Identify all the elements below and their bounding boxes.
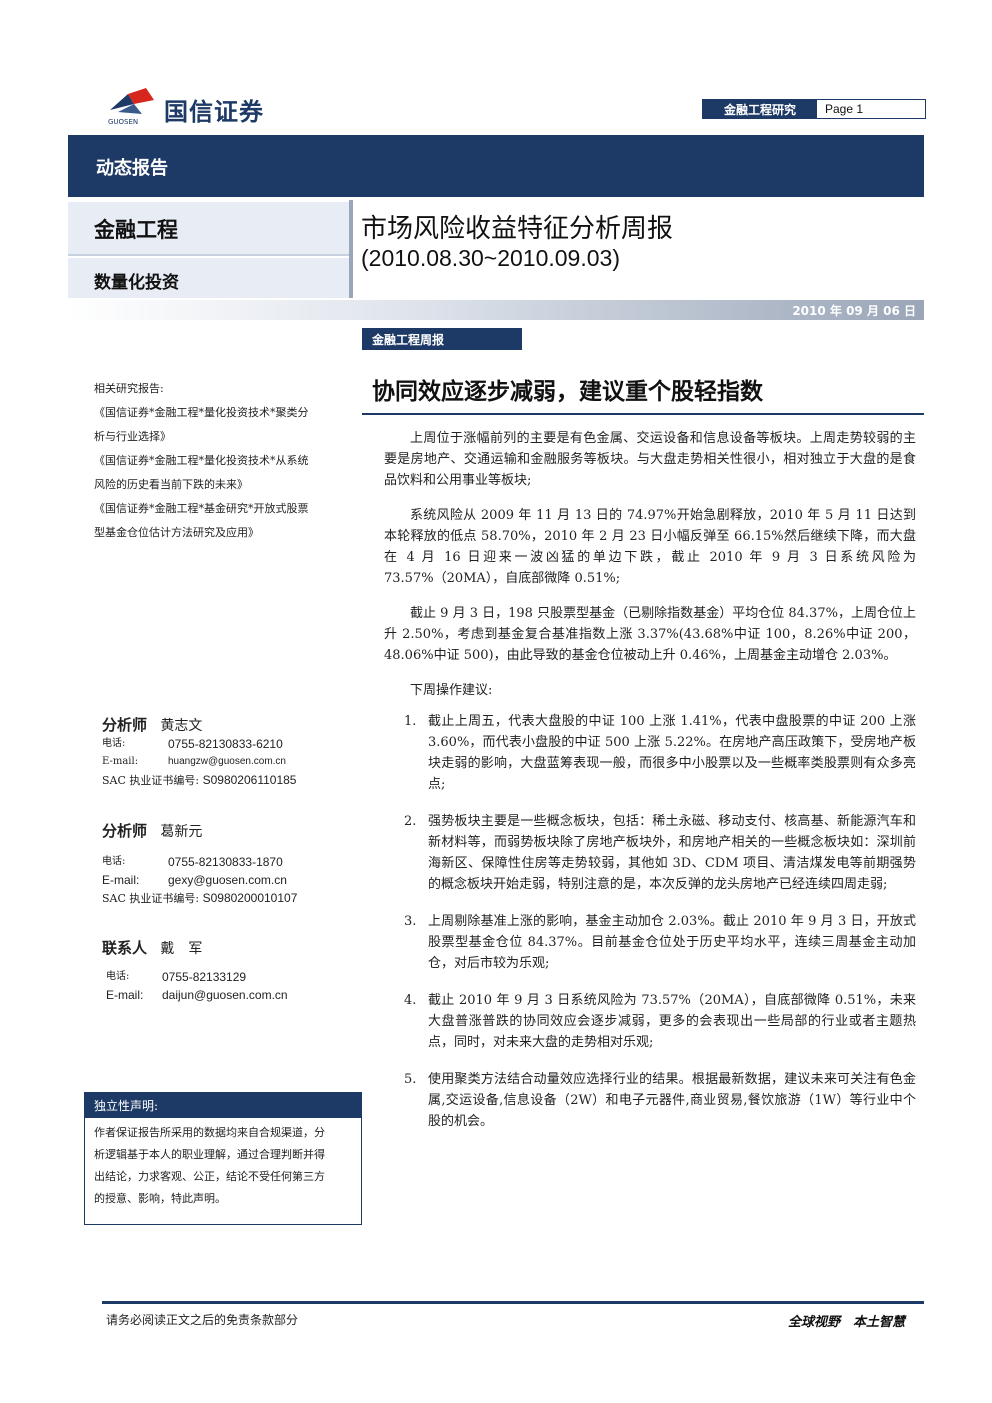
dept-page-box: 金融工程研究 Page 1	[702, 99, 926, 119]
report-title-range: (2010.08.30~2010.09.03)	[361, 245, 620, 271]
contact-email: daijun@guosen.com.cn	[162, 988, 288, 1002]
analyst-name-row: 分析师 黄志文	[102, 714, 362, 735]
related-item: 《国信证券*金融工程*基金研究*开放式股票	[94, 502, 309, 515]
category-sub: 数量化投资	[94, 273, 179, 293]
phone-label: 电话:	[102, 856, 126, 867]
company-name: 国信证券	[164, 98, 264, 126]
category-main: 金融工程	[94, 218, 178, 242]
related-item: 《国信证券*金融工程*量化投资技术*从系统	[94, 454, 309, 467]
suggest-text: 使用聚类方法结合动量效应选择行业的结果。根据最新数据，建议未来可关注有色金属,交…	[428, 1072, 916, 1129]
analyst-email: gexy@guosen.com.cn	[168, 873, 287, 887]
suggest-item: 5. 使用聚类方法结合动量效应选择行业的结果。根据最新数据，建议未来可关注有色金…	[384, 1069, 916, 1132]
related-item: 风险的历史看当前下跌的未来》	[94, 478, 248, 491]
phone-label: 电话:	[106, 971, 130, 982]
suggest-item: 1. 截止上周五，代表大盘股的中证 100 上涨 1.41%，代表中盘股票的中证…	[384, 711, 916, 795]
guosen-logo-icon	[110, 88, 154, 114]
analyst-email: huangzw@guosen.com.cn	[168, 756, 286, 767]
analyst-sac-row: SAC 执业证书编号: S0980206110185	[102, 771, 362, 790]
email-label: E-mail:	[102, 756, 139, 767]
dept-label: 金融工程研究	[703, 100, 817, 118]
body-paragraph: 截止 9 月 3 日，198 只股票型基金（已剔除指数基金）平均仓位 84.37…	[384, 606, 916, 663]
report-body: 上周位于涨幅前列的主要是有色金属、交运设备和信息设备等板块。上周走势较弱的主要是…	[384, 428, 916, 1148]
suggest-item: 3. 上周剔除基准上涨的影响，基金主动加仓 2.03%。截止 2010 年 9 …	[384, 911, 916, 974]
suggest-num: 1.	[404, 714, 417, 729]
analyst-card: 分析师 黄志文 电话: 0755-82130833-6210 E-mail: h…	[102, 714, 362, 790]
suggest-num: 3.	[404, 914, 417, 929]
declaration-line: 析逻辑基于本人的职业理解，通过合理判断并得	[94, 1148, 325, 1161]
footer-rule	[102, 1301, 924, 1304]
company-name-en: GUOSEN	[108, 118, 139, 126]
contact-phone-row: 电话: 0755-82133129	[102, 968, 362, 986]
body-paragraph: 系统风险从 2009 年 11 月 13 日的 74.97%开始急剧释放，201…	[384, 508, 916, 586]
headline: 协同效应逐步减弱，建议重个股轻指数	[372, 379, 763, 405]
category-main-box: 金融工程	[68, 202, 349, 256]
sac-label: SAC 执业证书编号:	[102, 774, 200, 787]
suggest-num: 5.	[404, 1072, 417, 1087]
contact-phone: 0755-82133129	[162, 970, 247, 984]
category-sub-box: 数量化投资	[68, 258, 349, 298]
suggest-text: 截止 2010 年 9 月 3 日系统风险为 73.57%（20MA），自底部微…	[428, 993, 916, 1050]
contact-name-row: 联系人 戴 军	[102, 937, 362, 958]
report-date: 2010 年 09 月 06 日	[792, 304, 916, 318]
declaration-line: 作者保证报告所采用的数据均来自合规渠道，分	[94, 1126, 325, 1139]
analyst-name: 黄志文	[160, 718, 203, 734]
related-item: 型基金仓位估计方法研究及应用》	[94, 526, 259, 539]
analyst-card: 分析师 葛新元 电话: 0755-82130833-1870 E-mail: g…	[102, 820, 362, 908]
report-type: 动态报告	[96, 158, 168, 179]
email-label: E-mail:	[106, 988, 144, 1002]
phone-label: 电话:	[102, 738, 126, 749]
declaration-line: 出结论，力求客观、公正，结论不受任何第三方	[94, 1170, 325, 1183]
email-label: E-mail:	[102, 873, 140, 887]
declaration-line: 的授意、影响，特此声明。	[94, 1192, 226, 1205]
analyst-role: 分析师	[102, 716, 148, 734]
suggest-text: 强势板块主要是一些概念板块，包括：稀土永磁、移动支付、核高基、新能源汽车和新材料…	[428, 814, 916, 892]
report-tag: 金融工程周报	[362, 328, 522, 350]
page-number: Page 1	[825, 102, 864, 116]
suggest-num: 2.	[404, 814, 417, 829]
sac-label: SAC 执业证书编号:	[102, 892, 200, 905]
analyst-role: 分析师	[102, 822, 148, 840]
suggest-item: 4. 截止 2010 年 9 月 3 日系统风险为 73.57%（20MA），自…	[384, 990, 916, 1053]
contact-email-row: E-mail: daijun@guosen.com.cn	[102, 986, 362, 1004]
suggest-list: 1. 截止上周五，代表大盘股的中证 100 上涨 1.41%，代表中盘股票的中证…	[384, 711, 916, 1132]
declaration-heading: 独立性声明:	[84, 1092, 362, 1118]
footer-disclaimer-note: 请务必阅读正文之后的免责条款部分	[106, 1313, 299, 1327]
analyst-sac-row: SAC 执业证书编号: S0980200010107	[102, 889, 362, 908]
analyst-phone-row: 电话: 0755-82130833-1870	[102, 853, 362, 871]
date-band: 2010 年 09 月 06 日	[68, 300, 924, 320]
title-divider	[349, 200, 353, 298]
analyst-name-row: 分析师 葛新元	[102, 820, 362, 841]
related-item: 析与行业选择》	[94, 430, 171, 443]
suggest-item: 2. 强势板块主要是一些概念板块，包括：稀土永磁、移动支付、核高基、新能源汽车和…	[384, 811, 916, 895]
analyst-sac: S0980200010107	[202, 891, 298, 905]
contact-name: 戴 军	[160, 941, 203, 957]
suggest-num: 4.	[404, 993, 417, 1008]
report-title: 市场风险收益特征分析周报	[361, 214, 674, 244]
analyst-email-row: E-mail: huangzw@guosen.com.cn	[102, 753, 362, 771]
analyst-email-row: E-mail: gexy@guosen.com.cn	[102, 871, 362, 889]
analyst-phone: 0755-82130833-1870	[168, 855, 283, 869]
analyst-sac: S0980206110185	[202, 773, 297, 787]
related-item: 《国信证券*金融工程*量化投资技术*聚类分	[94, 406, 309, 419]
analyst-phone: 0755-82130833-6210	[168, 737, 283, 751]
related-reports: 相关研究报告: 《国信证券*金融工程*量化投资技术*聚类分 析与行业选择》 《国…	[94, 377, 360, 545]
header-banner	[68, 135, 924, 197]
headline-rule	[362, 413, 924, 415]
analyst-phone-row: 电话: 0755-82130833-6210	[102, 735, 362, 753]
contact-card: 联系人 戴 军 电话: 0755-82133129 E-mail: daijun…	[102, 937, 362, 1004]
body-paragraph: 上周位于涨幅前列的主要是有色金属、交运设备和信息设备等板块。上周走势较弱的主要是…	[384, 431, 916, 488]
declaration-body: 作者保证报告所采用的数据均来自合规渠道，分 析逻辑基于本人的职业理解，通过合理判…	[94, 1122, 356, 1210]
related-heading: 相关研究报告:	[94, 382, 164, 395]
contact-role: 联系人	[102, 939, 148, 957]
analyst-name: 葛新元	[160, 824, 203, 840]
footer-slogan: 全球视野 本土智慧	[788, 1315, 906, 1330]
suggest-text: 截止上周五，代表大盘股的中证 100 上涨 1.41%，代表中盘股票的中证 20…	[428, 714, 916, 792]
suggest-text: 上周剔除基准上涨的影响，基金主动加仓 2.03%。截止 2010 年 9 月 3…	[428, 914, 916, 971]
suggest-heading: 下周操作建议:	[410, 683, 493, 698]
